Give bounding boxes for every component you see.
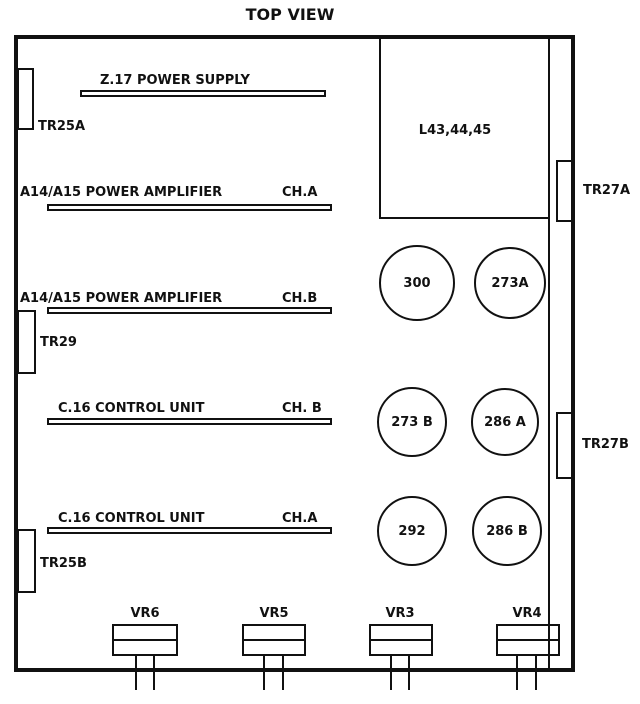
svg-text:VR6: VR6 <box>130 606 159 621</box>
component-292: 292 <box>377 496 447 566</box>
board-channel: CH.A <box>282 185 317 200</box>
svg-text:VR5: VR5 <box>259 606 288 621</box>
component-273a: 273A <box>474 247 546 319</box>
diagram-title: TOP VIEW <box>246 5 335 24</box>
pot-vr5: VR5 <box>242 606 306 690</box>
board-control-unit-cha: C.16 CONTROL UNIT CH.A <box>47 511 332 534</box>
inductor-label: L43,44,45 <box>419 123 491 138</box>
svg-text:TR25B: TR25B <box>40 556 87 571</box>
svg-text:TR27B: TR27B <box>582 437 629 452</box>
pot-vr4: VR4 <box>496 606 560 690</box>
board-power-supply: Z.17 POWER SUPPLY <box>80 73 326 97</box>
board-label: A14/A15 POWER AMPLIFIER <box>20 185 222 200</box>
board-power-amp-chb: A14/A15 POWER AMPLIFIER CH.B <box>20 291 332 314</box>
connector-tr29: TR29 <box>17 310 77 374</box>
board-power-amp-cha: A14/A15 POWER AMPLIFIER CH.A <box>20 185 332 211</box>
svg-text:VR4: VR4 <box>512 606 541 621</box>
component-300: 300 <box>379 245 455 321</box>
board-channel: CH.B <box>282 291 317 306</box>
connector-tr25b: TR25B <box>17 529 87 593</box>
component-286b: 286 B <box>472 496 542 566</box>
board-label: C.16 CONTROL UNIT <box>58 401 205 416</box>
pot-vr6: VR6 <box>112 606 178 690</box>
inductor-block: L43,44,45 <box>379 36 550 219</box>
component-273b: 273 B <box>377 387 447 457</box>
board-label: A14/A15 POWER AMPLIFIER <box>20 291 222 306</box>
connector-tr27b: TR27B <box>556 412 629 479</box>
chassis-outline <box>14 35 575 672</box>
board-channel: CH.A <box>282 511 317 526</box>
svg-text:286 B: 286 B <box>486 524 528 539</box>
connector-tr25a: TR25A <box>17 68 85 134</box>
svg-text:273A: 273A <box>491 276 528 291</box>
svg-text:TR27A: TR27A <box>583 183 630 198</box>
connector-tr27a: TR27A <box>556 160 630 222</box>
svg-text:TR25A: TR25A <box>38 119 85 134</box>
component-286a: 286 A <box>471 388 539 456</box>
svg-text:286 A: 286 A <box>484 415 526 430</box>
pot-vr3: VR3 <box>369 606 433 690</box>
board-control-unit-chb: C.16 CONTROL UNIT CH. B <box>47 401 332 425</box>
svg-text:TR29: TR29 <box>40 335 77 350</box>
svg-text:273 B: 273 B <box>391 415 433 430</box>
svg-text:292: 292 <box>398 524 425 539</box>
svg-text:VR3: VR3 <box>385 606 414 621</box>
board-label: C.16 CONTROL UNIT <box>58 511 205 526</box>
board-channel: CH. B <box>282 401 322 416</box>
board-label: Z.17 POWER SUPPLY <box>100 73 251 88</box>
svg-text:300: 300 <box>403 276 430 291</box>
